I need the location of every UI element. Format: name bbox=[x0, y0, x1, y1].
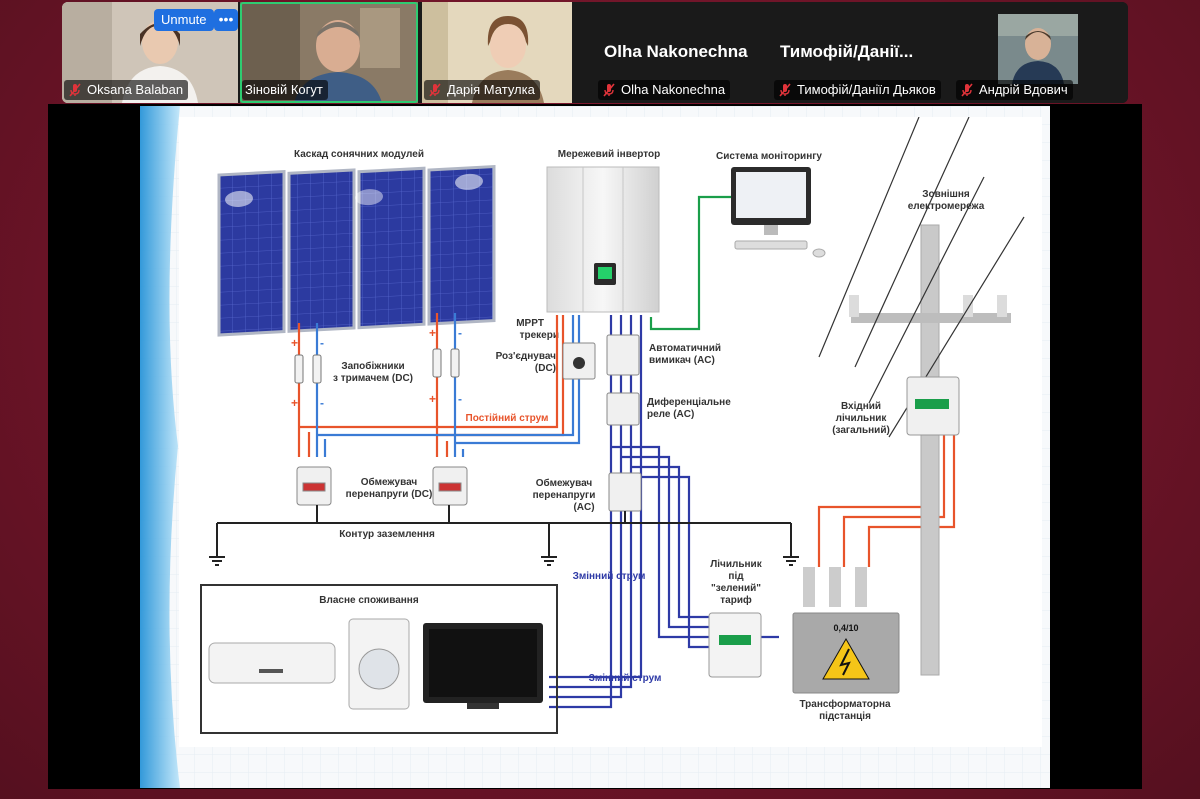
svg-text:+: + bbox=[429, 326, 436, 340]
label-grounding: Контур заземлення bbox=[339, 529, 435, 540]
label-disconnector: (DC) bbox=[535, 363, 556, 374]
svg-text:+: + bbox=[291, 336, 298, 350]
mic-muted-icon bbox=[69, 83, 81, 97]
participant-name-tag: Oksana Balaban bbox=[64, 80, 189, 100]
green-tariff-meter bbox=[708, 612, 762, 678]
label-diff-relay: реле (AC) bbox=[647, 409, 694, 420]
label-disconnector: Роз'єднувач bbox=[496, 351, 557, 362]
high-voltage-icon bbox=[822, 637, 870, 680]
ac-surge-protector bbox=[608, 472, 642, 512]
label-dc-current: Постійний струм bbox=[466, 413, 549, 424]
label-grid: електромережа bbox=[908, 201, 985, 212]
participant-video bbox=[998, 14, 1078, 84]
label-fuses: з тримачем (DC) bbox=[333, 373, 413, 384]
participant-tile[interactable]: Дарія Матулка bbox=[422, 2, 572, 103]
label-green-meter: тариф bbox=[720, 594, 752, 606]
mic-muted-icon bbox=[603, 83, 615, 97]
label-mppt: трекери bbox=[520, 330, 559, 341]
label-fuses: Запобіжники bbox=[341, 360, 404, 372]
label-spd-ac: перенапруги bbox=[533, 490, 596, 501]
mic-muted-icon bbox=[779, 83, 791, 97]
svg-text:-: - bbox=[458, 392, 462, 406]
transformer-rating: 0,4/10 bbox=[833, 623, 858, 633]
participant-display-title: Olha Nakonechna bbox=[604, 42, 748, 61]
participant-tile[interactable]: Unmute ••• Oksana Balaban bbox=[62, 2, 238, 103]
washing-machine-icon bbox=[348, 618, 410, 710]
label-auto-breaker: Автоматичний bbox=[649, 343, 721, 354]
transformer-substation: 0,4/10 bbox=[792, 567, 900, 694]
active-speaker-frame bbox=[240, 2, 418, 103]
label-input-meter: (загальний) bbox=[832, 425, 890, 436]
dc-fuses bbox=[294, 348, 460, 384]
label-solar-modules: Каскад сонячних модулей bbox=[294, 149, 424, 160]
label-green-meter: під bbox=[728, 571, 744, 582]
label-transformer: підстанція bbox=[819, 711, 871, 722]
participant-tile-active-speaker[interactable]: Зіновій Когут bbox=[240, 2, 418, 103]
participant-name: Olha Nakonechna bbox=[621, 82, 726, 97]
svg-text:-: - bbox=[320, 336, 324, 350]
participant-name-tag: Olha Nakonechna bbox=[598, 80, 731, 100]
svg-text:-: - bbox=[320, 396, 324, 410]
label-spd-dc: Обмежувач bbox=[361, 476, 418, 488]
solar-panels bbox=[217, 165, 496, 337]
grid-inverter bbox=[546, 166, 660, 313]
label-transformer: Трансформаторна bbox=[799, 698, 891, 710]
participant-tile[interactable]: Андрій Вдович bbox=[954, 2, 1128, 103]
tv-icon bbox=[423, 623, 543, 709]
participant-name: Oksana Balaban bbox=[87, 82, 184, 97]
more-options-button[interactable]: ••• bbox=[214, 9, 238, 31]
participant-strip: Unmute ••• Oksana Balaban Зіновій Когут bbox=[62, 2, 1128, 103]
participant-tile[interactable]: Olha Nakonechna Olha Nakonechna bbox=[574, 2, 770, 103]
label-spd-dc: перенапруги (DC) bbox=[346, 489, 433, 500]
participant-tile[interactable]: Тимофій/Данії... Тимофій/Даніїл Дьяков bbox=[772, 2, 952, 103]
utility-pole bbox=[818, 116, 1025, 676]
participant-display-title: Тимофій/Данії... bbox=[780, 42, 914, 61]
mic-muted-icon bbox=[429, 83, 441, 97]
label-spd-ac: Обмежувач bbox=[536, 477, 593, 489]
air-conditioner-icon bbox=[208, 642, 336, 684]
participant-name: Тимофій/Даніїл Дьяков bbox=[797, 82, 936, 97]
label-ac-current: Змінний струм bbox=[573, 571, 646, 582]
participant-name: Зіновій Когут bbox=[245, 82, 323, 97]
participant-name: Андрій Вдович bbox=[979, 82, 1068, 97]
label-auto-breaker: вимикач (AC) bbox=[649, 355, 715, 366]
label-inverter: Мережевий інвертор bbox=[558, 149, 661, 160]
label-input-meter: лічильник bbox=[836, 413, 888, 424]
label-grid: Зовнішня bbox=[922, 189, 970, 200]
label-spd-ac: (AC) bbox=[573, 502, 594, 513]
participant-name-tag: Тимофій/Даніїл Дьяков bbox=[774, 80, 941, 100]
participant-name: Дарія Матулка bbox=[447, 82, 535, 97]
unmute-button[interactable]: Unmute bbox=[154, 9, 214, 31]
label-ac-current: Змінний струм bbox=[589, 673, 662, 684]
participant-name-tag: Зіновій Когут bbox=[242, 80, 328, 100]
dc-surge-protectors bbox=[296, 466, 468, 506]
mic-muted-icon bbox=[961, 83, 973, 97]
label-input-meter: Вхідний bbox=[841, 401, 881, 412]
solar-system-diagram: Каскад сонячних модулей Мережевий інверт… bbox=[179, 116, 1042, 747]
svg-text:-: - bbox=[458, 326, 462, 340]
wiring-diagram: Каскад сонячних модулей Мережевий інверт… bbox=[200, 116, 1025, 734]
label-own-consumption: Власне споживання bbox=[319, 595, 419, 606]
svg-text:+: + bbox=[291, 396, 298, 410]
svg-text:+: + bbox=[429, 392, 436, 406]
label-monitoring: Система моніторингу bbox=[716, 151, 822, 162]
label-diff-relay: Диференціальне bbox=[647, 396, 731, 408]
ac-breaker bbox=[606, 334, 640, 376]
label-green-meter: "зелений" bbox=[711, 583, 761, 594]
grounding-bus bbox=[209, 505, 799, 566]
monitoring-computer bbox=[731, 167, 826, 258]
label-green-meter: Лічильник bbox=[710, 559, 762, 570]
participant-name-tag: Андрій Вдович bbox=[956, 80, 1073, 100]
participant-name-tag: Дарія Матулка bbox=[424, 80, 540, 100]
differential-relay bbox=[606, 392, 640, 426]
label-mppt: MPPT bbox=[516, 318, 544, 329]
own-consumption-box bbox=[200, 584, 558, 734]
